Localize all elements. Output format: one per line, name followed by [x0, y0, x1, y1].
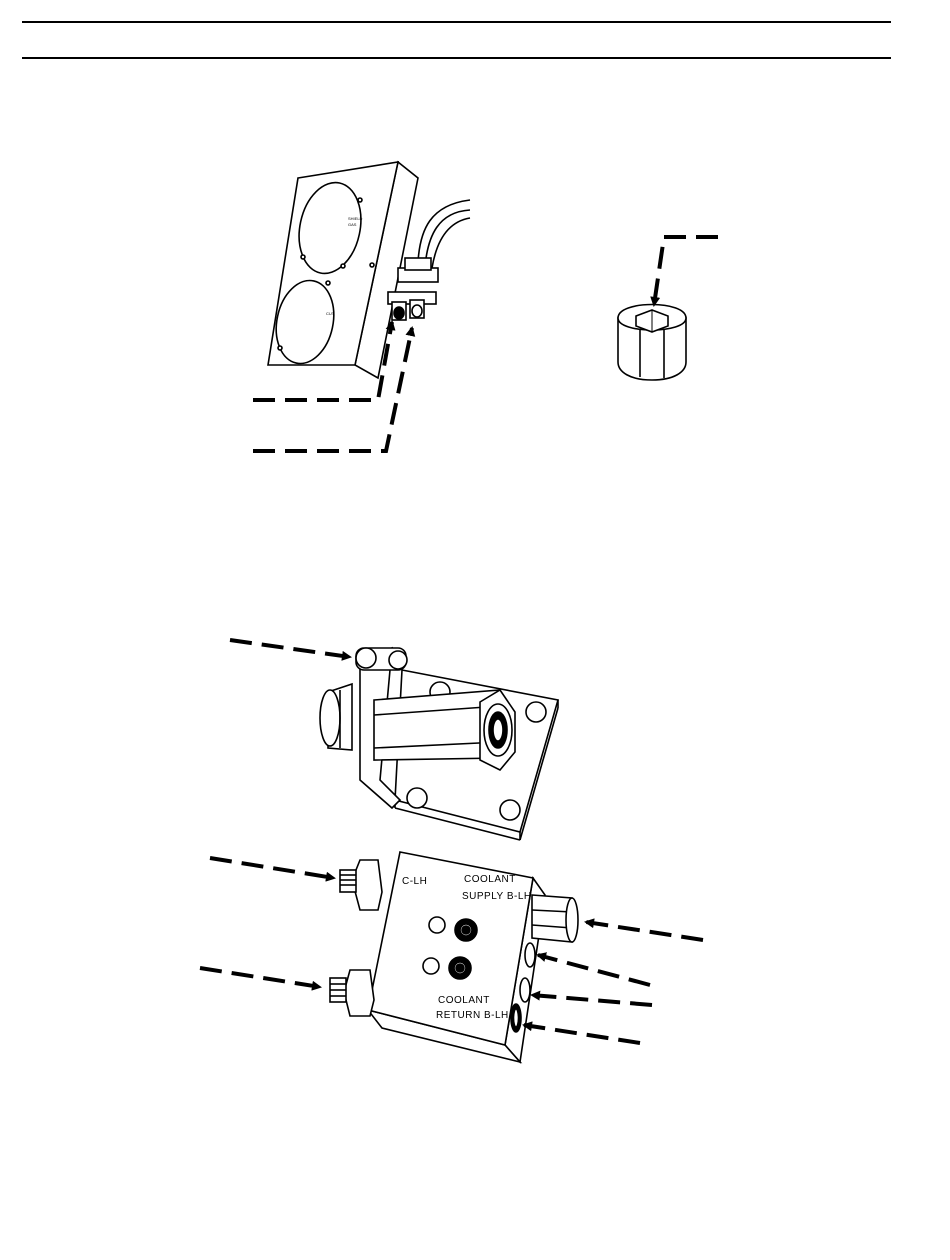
leader-arrow-icon: [524, 1025, 640, 1043]
supply-label-line2: SUPPLY B-LH: [462, 891, 532, 902]
return-label-line2: RETURN B-LH: [436, 1010, 509, 1021]
upper-gauge-text-line1: SHIELD: [348, 216, 363, 221]
leader-arrow-icon: [210, 858, 334, 878]
port-c-label: C-LH: [402, 876, 427, 887]
return-label-line1: COOLANT: [438, 995, 490, 1006]
leader-arrow-icon: [586, 922, 703, 940]
leader-arrow-icon: [200, 968, 320, 987]
lower-gauge-text: CUT: [326, 311, 335, 316]
leader-arrow-icon: [538, 955, 650, 985]
supply-label-line1: COOLANT: [464, 874, 516, 885]
valve-bracket-assembly: [320, 648, 558, 840]
leader-arrow-icon: [230, 640, 350, 657]
leader-arrow-icon: [654, 237, 718, 305]
fitting-icon: [618, 305, 686, 381]
upper-gauge-text-line2: GAS: [348, 222, 357, 227]
leader-arrow-icon: [532, 995, 652, 1005]
gauge-panel: SHIELD GAS CUT: [268, 162, 470, 378]
